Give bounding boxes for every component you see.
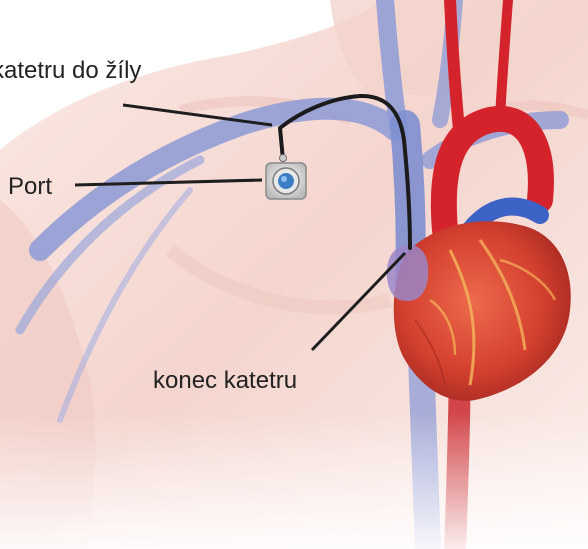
insertion-label: katetru do žíly <box>0 57 141 84</box>
port-label: Port <box>8 173 52 200</box>
catheter-tip-label: konec katetru <box>153 367 297 394</box>
